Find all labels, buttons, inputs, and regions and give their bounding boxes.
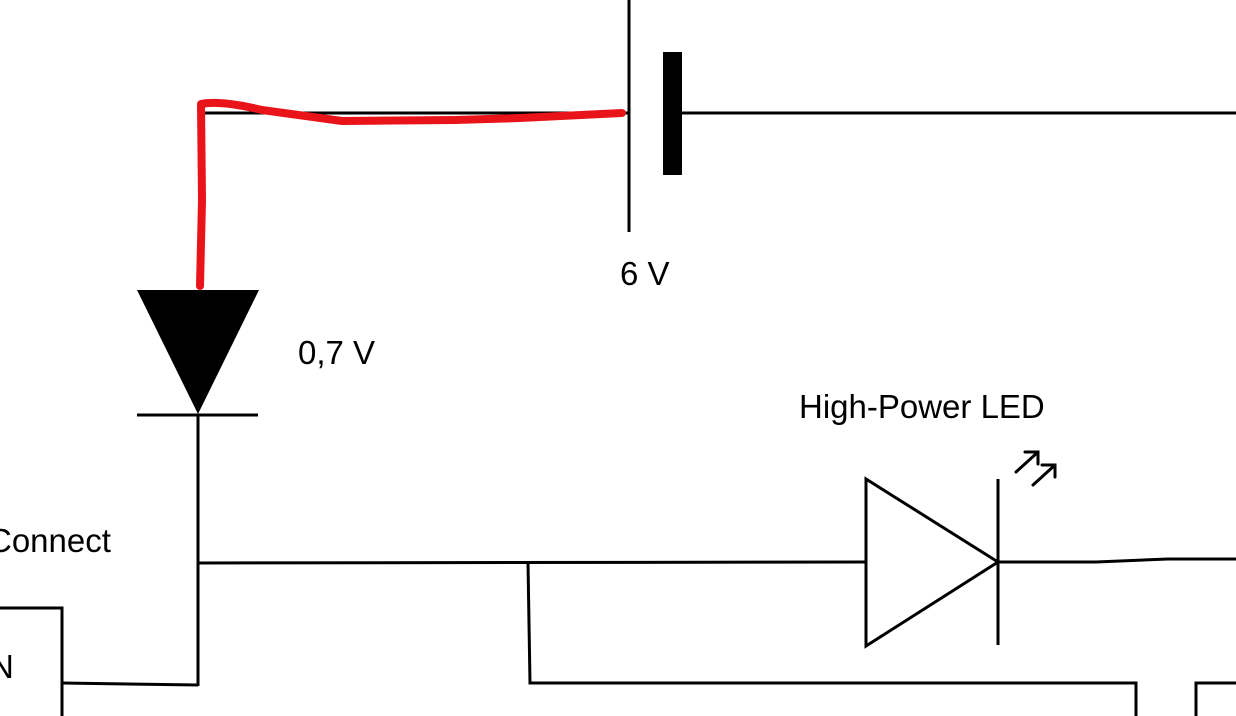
diode-voltage-label: 0,7 V [298,334,375,371]
led-symbol [864,450,1057,649]
right-box-fragment [1194,681,1236,716]
lower-branch-wire [526,562,1138,716]
mid-wire [197,560,867,565]
led-triangle [864,476,1001,649]
connector-label: Connect [0,522,111,559]
connector-box [0,606,64,716]
led-name-label: High-Power LED [799,388,1045,425]
pin-label: N [0,648,14,685]
diode-triangle [137,290,259,414]
diode-symbol [137,290,259,417]
battery-short-plate [663,52,682,175]
battery-voltage-label: 6 V [620,255,670,292]
led-emission-arrows-icon [1014,450,1057,487]
highlighted-path [196,98,626,290]
connector-wire [61,681,199,687]
led-right-wire [998,557,1236,564]
battery-symbol [627,0,682,232]
